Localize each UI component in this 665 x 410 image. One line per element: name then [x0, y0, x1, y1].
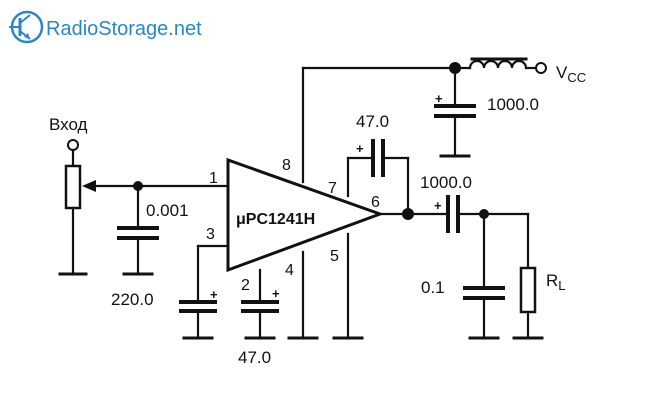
ic-label: μPC1241H [236, 211, 315, 228]
pin-2: 2 [241, 277, 250, 294]
potentiometer [64, 164, 82, 210]
pin-5: 5 [330, 248, 339, 265]
amplifier-triangle [226, 157, 385, 273]
c-zobel-value: 0.1 [421, 278, 445, 297]
polarity-vcc: + [435, 91, 443, 106]
wires [58, 57, 547, 340]
pin-6: 6 [371, 194, 380, 211]
polarity-boot: + [356, 141, 364, 156]
rl-subscript: L [558, 278, 565, 293]
choke-inductor [468, 59, 528, 70]
rl-label: RL [546, 271, 566, 293]
junctions [133, 62, 489, 220]
polarity-out: + [434, 198, 442, 213]
vcc-subscript: CC [567, 70, 586, 85]
input-terminal [67, 139, 79, 151]
logo-text: RadioStorage.net [46, 18, 202, 40]
pin-3: 3 [206, 226, 215, 243]
c-in-value: 0.001 [146, 201, 189, 220]
rl-letter: R [546, 271, 558, 290]
polarity-pin3: + [210, 287, 218, 302]
polarity-pin2: + [272, 286, 280, 301]
c-out-value: 1000.0 [420, 173, 472, 192]
vcc-terminal [535, 62, 547, 74]
logo[interactable]: RadioStorage.net [9, 10, 202, 44]
pin-4: 4 [285, 262, 294, 279]
c-pin2-value: 47.0 [238, 348, 271, 367]
c-pin3-value: 220.0 [111, 290, 154, 309]
transistor-logo-icon [9, 10, 44, 44]
pin-8: 8 [282, 157, 291, 174]
input-label: Вход [49, 115, 88, 134]
pin-7: 7 [328, 180, 337, 197]
wiper-arrow-icon [82, 180, 96, 192]
c-boot-value: 47.0 [356, 112, 389, 131]
load-resistor [519, 266, 537, 314]
vcc-label: VCC [556, 63, 586, 85]
c-vcc-value: 1000.0 [487, 95, 539, 114]
vcc-letter: V [556, 63, 568, 82]
pin-1: 1 [209, 170, 218, 187]
